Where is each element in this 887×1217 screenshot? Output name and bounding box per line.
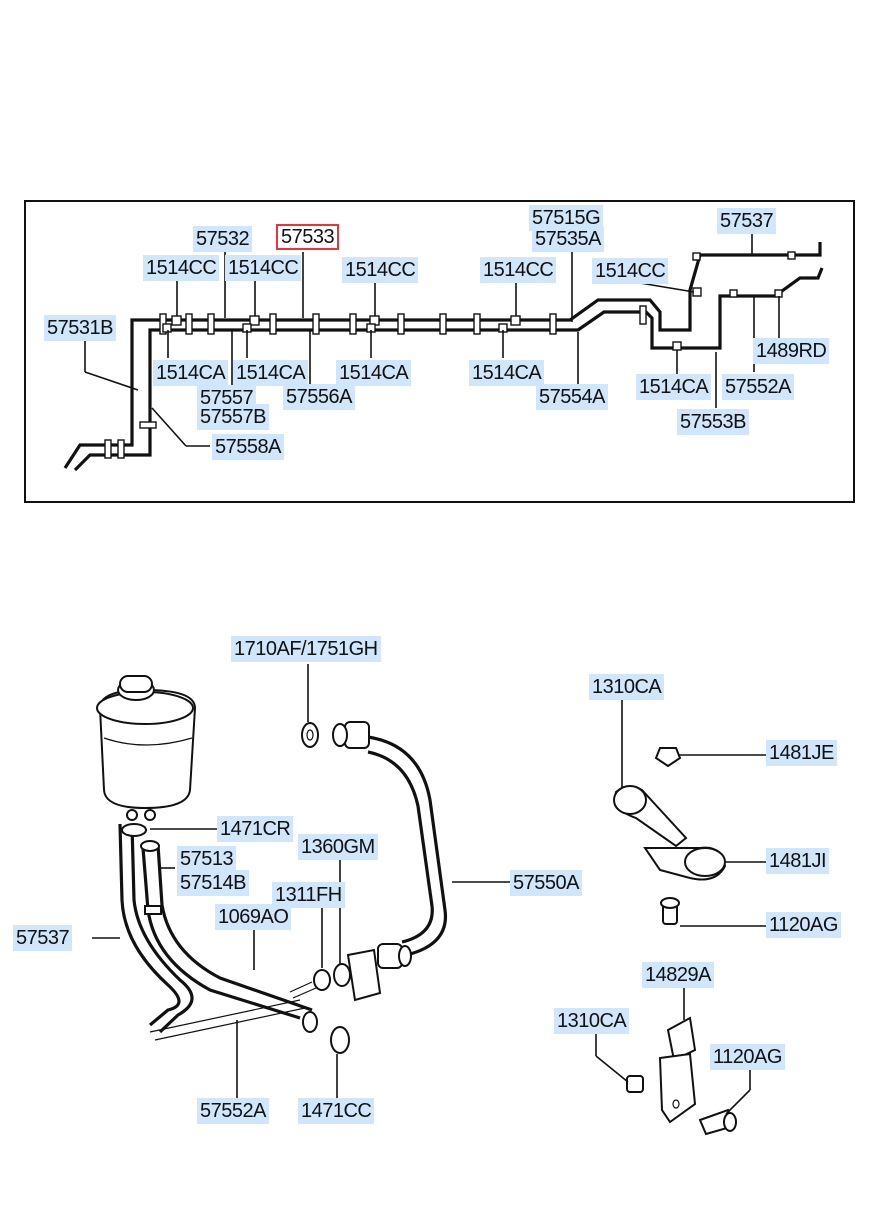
top-leader-lines xyxy=(84,232,780,447)
part-label-1710af-1751gh[interactable]: 1710AF/1751GH xyxy=(231,636,381,662)
part-label-1360gm[interactable]: 1360GM xyxy=(298,834,378,860)
part-label-1069ao[interactable]: 1069AO xyxy=(215,904,292,930)
part-label-57532[interactable]: 57532 xyxy=(193,226,253,252)
part-label-57550a[interactable]: 57550A xyxy=(510,870,582,896)
pipe-assembly-top xyxy=(63,242,824,472)
part-label-1514cc-4[interactable]: 1514CC xyxy=(480,257,557,283)
reservoir-tank xyxy=(96,675,197,821)
part-label-1514ca-2[interactable]: 1514CA xyxy=(233,360,309,386)
part-label-57558a[interactable]: 57558A xyxy=(212,434,284,460)
part-label-1514cc-3[interactable]: 1514CC xyxy=(342,257,419,283)
part-label-1120ag-2[interactable]: 1120AG xyxy=(710,1044,785,1070)
bottom-leader-lines xyxy=(92,664,766,1115)
part-label-57531b[interactable]: 57531B xyxy=(44,315,116,341)
part-label-1481ji[interactable]: 1481JI xyxy=(766,848,830,874)
part-label-1120ag-1[interactable]: 1120AG xyxy=(766,912,841,938)
part-label-1310ca-1[interactable]: 1310CA xyxy=(589,674,665,700)
part-label-57552a-top[interactable]: 57552A xyxy=(722,374,794,400)
part-label-1471cr[interactable]: 1471CR xyxy=(217,816,294,842)
part-label-57537-top[interactable]: 57537 xyxy=(717,208,777,234)
pressure-hose xyxy=(332,721,448,969)
part-label-57533-selected[interactable]: 57533 xyxy=(276,224,340,250)
hoses-bottom xyxy=(118,823,318,1041)
part-label-1481je[interactable]: 1481JE xyxy=(766,740,837,766)
part-label-57556a[interactable]: 57556A xyxy=(283,384,355,410)
part-label-57554a[interactable]: 57554A xyxy=(536,384,608,410)
part-label-1471cc[interactable]: 1471CC xyxy=(298,1098,375,1124)
part-label-57537-bottom[interactable]: 57537 xyxy=(13,925,73,951)
part-label-1311fh[interactable]: 1311FH xyxy=(272,882,345,908)
top-frame xyxy=(24,200,855,503)
part-label-1514cc-1[interactable]: 1514CC xyxy=(143,255,220,281)
part-label-1489rd[interactable]: 1489RD xyxy=(753,338,830,364)
part-label-57553b[interactable]: 57553B xyxy=(677,409,749,435)
part-label-1514cc-2[interactable]: 1514CC xyxy=(225,255,302,281)
pipe-clips xyxy=(104,251,796,459)
part-label-14829a[interactable]: 14829A xyxy=(642,962,714,988)
part-label-1514ca-4[interactable]: 1514CA xyxy=(469,360,545,386)
part-label-1310ca-2[interactable]: 1310CA xyxy=(554,1008,630,1034)
part-label-57535a[interactable]: 57535A xyxy=(532,226,604,252)
part-label-57557b[interactable]: 57557B xyxy=(197,404,269,430)
part-label-57552a-bottom[interactable]: 57552A xyxy=(197,1098,269,1124)
small-hardware xyxy=(121,722,737,1136)
part-label-1514ca-1[interactable]: 1514CA xyxy=(153,360,229,386)
clamp-assembly xyxy=(613,785,727,1124)
part-label-57513[interactable]: 57513 xyxy=(177,846,237,872)
part-label-57514b[interactable]: 57514B xyxy=(177,870,249,896)
part-label-1514cc-5[interactable]: 1514CC xyxy=(592,258,669,284)
part-label-1514ca-5[interactable]: 1514CA xyxy=(636,374,712,400)
part-label-1514ca-3[interactable]: 1514CA xyxy=(336,360,412,386)
